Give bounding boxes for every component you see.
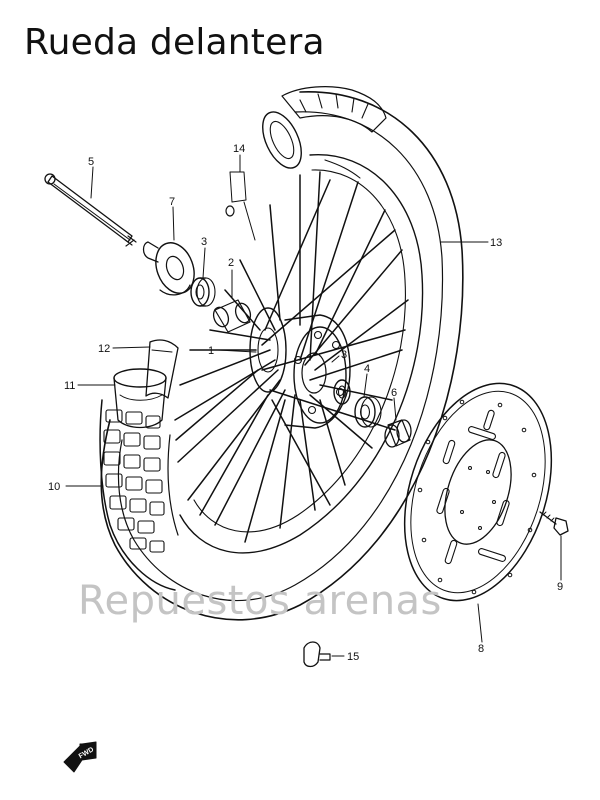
spoke-set-icon [174,171,409,543]
hub-icon [249,307,351,429]
brake-disc-icon [403,382,553,602]
tube-icon [113,368,167,429]
spoke-nipple-icon [225,205,235,217]
callout-7: 7 [169,196,175,208]
watermark-text: Repuestos arenas [78,578,442,624]
callout-1: 1 [208,345,214,357]
callout-15: 15 [347,651,359,663]
spacer-icon [212,299,252,333]
rim-icon [179,154,424,554]
callout-3-left: 3 [201,236,207,248]
valve-cap-icon [303,641,331,668]
callout-13: 13 [490,237,502,249]
tire-sidewall-icon [99,399,179,591]
bearing-icon [190,277,216,307]
callout-2: 2 [228,257,234,269]
bearing-icon [333,379,351,405]
callout-6: 6 [391,387,397,399]
collar-icon [384,419,412,448]
callout-labels: 1 2 3 3 4 5 6 7 8 9 10 11 12 13 14 15 [48,143,563,663]
tire-icon [100,86,464,621]
callout-9: 9 [557,581,563,593]
rim-band-icon [145,339,179,399]
callout-10: 10 [48,481,60,493]
callout-8: 8 [478,643,484,655]
callout-14: 14 [233,143,245,155]
fwd-arrow-icon: FWD [63,741,97,773]
axle-icon [44,173,137,247]
speedometer-gearbox-icon [142,241,195,296]
bearing-icon [354,396,382,428]
callout-3-right: 3 [341,349,347,361]
callout-4: 4 [364,363,370,375]
callout-11: 11 [64,380,75,392]
callout-12: 12 [98,343,110,355]
callout-5: 5 [88,156,94,168]
page-title: Rueda delantera [24,22,325,63]
bolt-icon [539,511,569,536]
leader-lines [65,154,562,657]
